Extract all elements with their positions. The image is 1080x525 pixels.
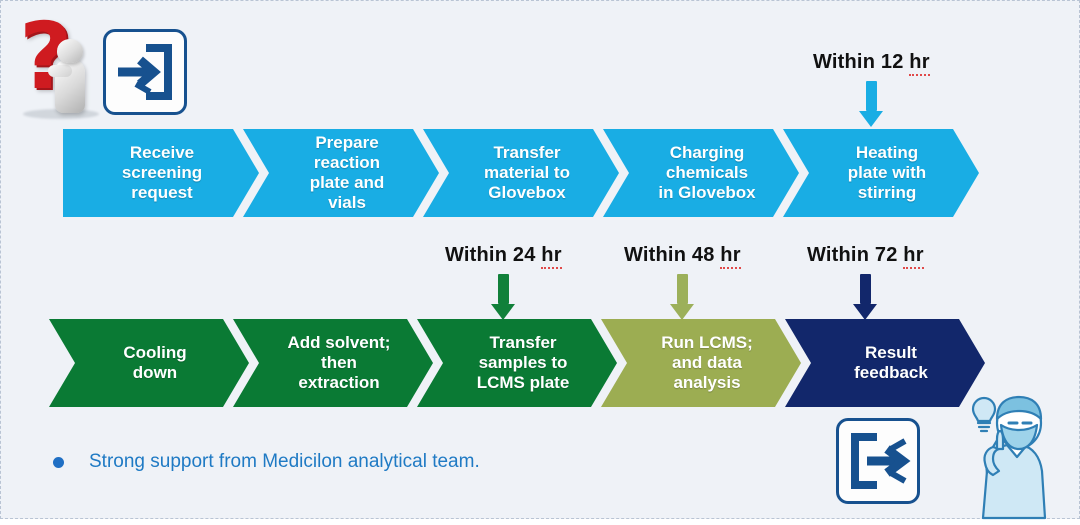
- arrow-down-icon: [853, 274, 878, 320]
- exit-door-arrow-icon: [836, 418, 920, 504]
- arrow-down-icon: [491, 274, 516, 320]
- footer-note: Strong support from Medicilon analytical…: [53, 451, 480, 473]
- flow-step-prepare-reaction-plate[interactable]: Prepare reaction plate and vials: [243, 129, 439, 217]
- question-mark-thinking-person-icon: ?: [15, 9, 107, 121]
- flow-step-transfer-samples-lcms[interactable]: Transfer samples to LCMS plate: [417, 319, 617, 407]
- flow-step-result-feedback[interactable]: Result feedback: [785, 319, 985, 407]
- flow-step-label: Run LCMS; and data analysis: [661, 333, 753, 392]
- flow-step-heating-plate-stirring[interactable]: Heating plate with stirring: [783, 129, 979, 217]
- footer-note-text: Strong support from Medicilon analytical…: [89, 451, 480, 472]
- flow-step-label: Heating plate with stirring: [847, 143, 927, 202]
- time-annotation-text: Within 72 hr: [807, 244, 924, 269]
- bearded-person-with-idea-lightbulb-icon: [941, 393, 1080, 520]
- flow-step-label: Transfer material to Glovebox: [484, 143, 570, 202]
- flow-step-run-lcms-data-analysis[interactable]: Run LCMS; and data analysis: [601, 319, 801, 407]
- bullet-dot-icon: [53, 456, 64, 468]
- time-annotation-text: Within 12 hr: [813, 51, 930, 76]
- flow-step-label: Receive screening request: [121, 143, 203, 202]
- flow-step-label: Add solvent; then extraction: [287, 333, 391, 392]
- flow-step-receive-screening-request[interactable]: Receive screening request: [63, 129, 259, 217]
- time-annotation-text: Within 48 hr: [624, 244, 741, 269]
- flow-step-cooling-down[interactable]: Cooling down: [49, 319, 249, 407]
- flow-row-bottom: Cooling down Add solvent; then extraction…: [49, 319, 981, 407]
- time-unit: hr: [903, 244, 924, 269]
- enter-door-arrow-glyph: [118, 44, 172, 100]
- time-unit: hr: [720, 244, 741, 269]
- figure-head: [57, 39, 83, 63]
- time-annotation-text: Within 24 hr: [445, 244, 562, 269]
- flow-step-label: Cooling down: [123, 343, 187, 382]
- arrow-down-icon: [859, 81, 884, 127]
- flow-step-label: Result feedback: [854, 343, 928, 382]
- flow-step-add-solvent-extraction[interactable]: Add solvent; then extraction: [233, 319, 433, 407]
- time-annotation-within-72hr: Within 72 hr: [807, 244, 924, 320]
- time-unit: hr: [541, 244, 562, 269]
- enter-door-arrow-icon: [103, 29, 187, 115]
- time-unit: hr: [909, 51, 930, 76]
- figure-arm: [48, 65, 72, 77]
- flow-step-label: Transfer samples to LCMS plate: [476, 333, 570, 392]
- flow-step-label: Charging chemicals in Glovebox: [658, 143, 756, 202]
- arrow-down-icon: [670, 274, 695, 320]
- exit-door-arrow-glyph: [851, 433, 911, 489]
- flow-step-charging-chemicals[interactable]: Charging chemicals in Glovebox: [603, 129, 799, 217]
- flow-step-transfer-material-glovebox[interactable]: Transfer material to Glovebox: [423, 129, 619, 217]
- flow-row-top: Receive screening request Prepare reactio…: [63, 129, 979, 217]
- flow-step-label: Prepare reaction plate and vials: [309, 133, 385, 212]
- figure-shadow: [23, 109, 99, 119]
- time-annotation-within-24hr: Within 24 hr: [445, 244, 562, 320]
- time-annotation-within-48hr: Within 48 hr: [624, 244, 741, 320]
- person-illustration: [971, 395, 1047, 520]
- time-annotation-within-12hr: Within 12 hr: [813, 51, 930, 127]
